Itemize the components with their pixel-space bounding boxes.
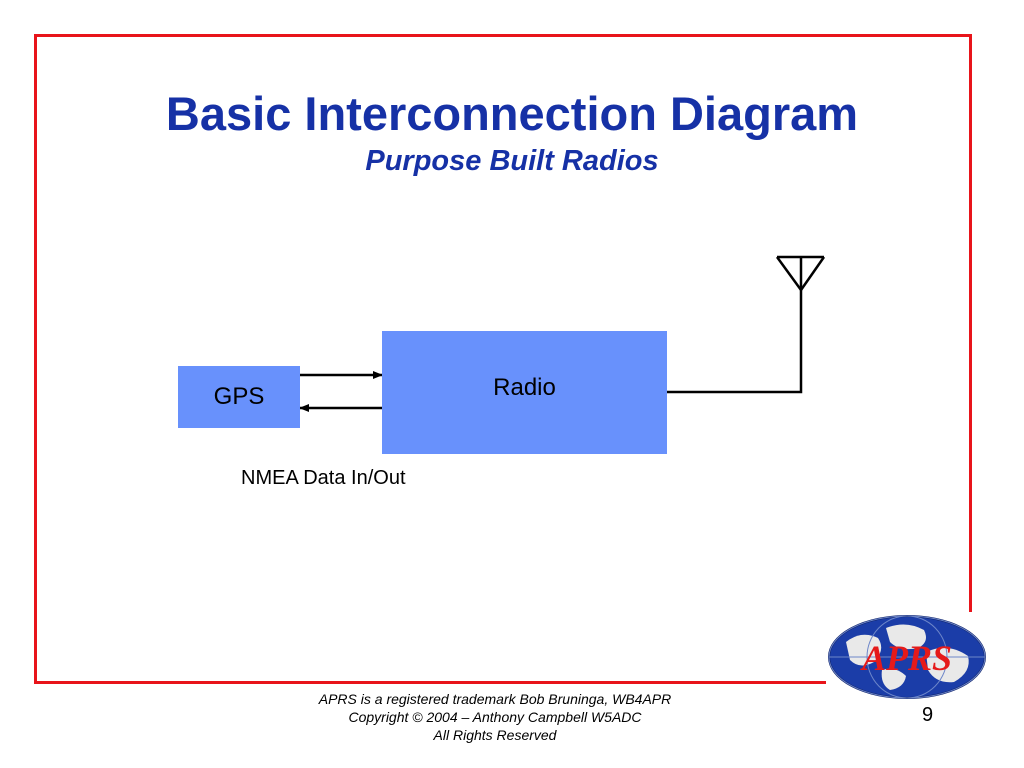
antenna-icon xyxy=(775,255,826,291)
aprs-logo-text: APRS xyxy=(860,638,952,678)
footer-line-3: All Rights Reserved xyxy=(433,727,557,743)
antenna-feedline xyxy=(667,290,803,394)
page-number: 9 xyxy=(922,704,934,726)
nmea-label: NMEA Data In/Out xyxy=(241,467,406,489)
aprs-logo: APRS xyxy=(826,612,988,702)
radio-box: Radio xyxy=(382,331,667,454)
footer-line-2: Copyright © 2004 – Anthony Campbell W5AD… xyxy=(348,709,642,725)
slide-frame xyxy=(34,34,972,684)
slide-subtitle: Purpose Built Radios xyxy=(365,145,659,177)
globe-icon xyxy=(828,615,986,699)
footer-line-1: APRS is a registered trademark Bob Bruni… xyxy=(318,691,672,707)
footer-notice: APRS is a registered trademark Bob Bruni… xyxy=(300,690,690,744)
slide-title: Basic Interconnection Diagram xyxy=(165,87,859,140)
gps-box: GPS xyxy=(178,366,300,428)
